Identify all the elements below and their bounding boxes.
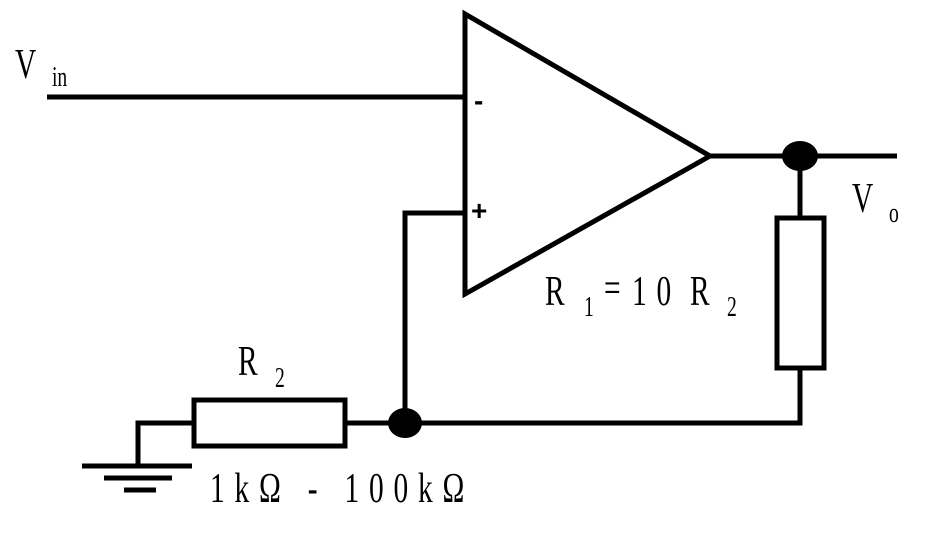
inverting-sign: - (474, 85, 483, 116)
vo-label-sub: o (889, 198, 899, 229)
r1-label-r: R (545, 268, 565, 314)
ground-icon (82, 463, 192, 493)
resistor-r1 (774, 215, 827, 371)
r1-label-r2: R (690, 268, 710, 314)
non-inverting-wire (402, 210, 465, 423)
vin-label-main: V (15, 41, 36, 87)
r1-label-sub2: 2 (727, 292, 737, 323)
resistor-r2 (191, 397, 348, 449)
non-inverting-sign: + (471, 195, 487, 226)
vo-label-main: V (852, 175, 873, 221)
r1-label-sub: 1 (584, 292, 594, 323)
r1-equation-label: R 1 = 10 R 2 (545, 265, 737, 323)
r2-label-main: R (238, 338, 258, 384)
vin-label-sub: in (52, 62, 67, 93)
r1-label-eq: = (604, 265, 621, 311)
r2-label-sub: 2 (275, 363, 285, 394)
feedback-wire (405, 368, 803, 426)
r1-label-coef: 10 (632, 268, 681, 314)
ground-wire (135, 420, 194, 465)
opamp-triangle (462, 9, 716, 299)
r2-range-label: 1kΩ - 100kΩ (210, 465, 474, 511)
